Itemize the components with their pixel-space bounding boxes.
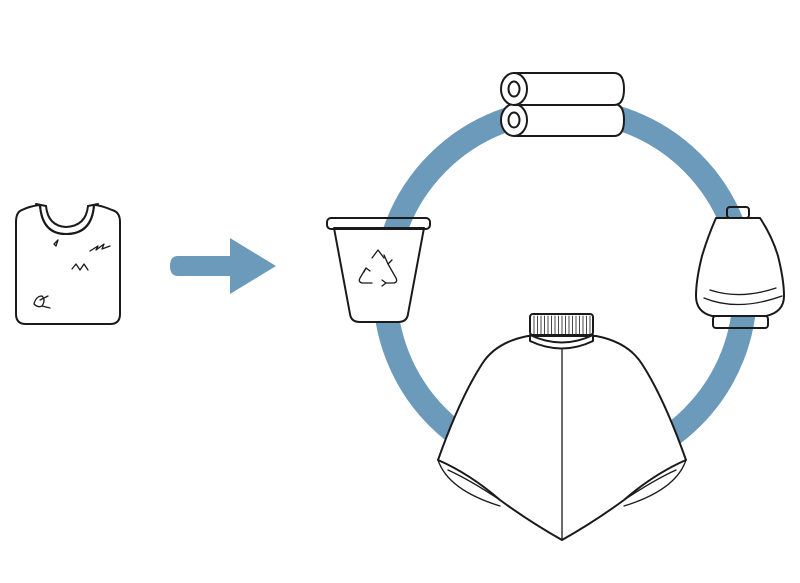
fabric-roll-icon (500, 72, 625, 137)
sweater-icon (437, 313, 687, 541)
folded-tshirt-icon (15, 203, 121, 325)
right-arrow-icon (170, 238, 276, 294)
yarn-cone-icon (695, 206, 785, 329)
recycle-bin-icon (326, 217, 431, 323)
